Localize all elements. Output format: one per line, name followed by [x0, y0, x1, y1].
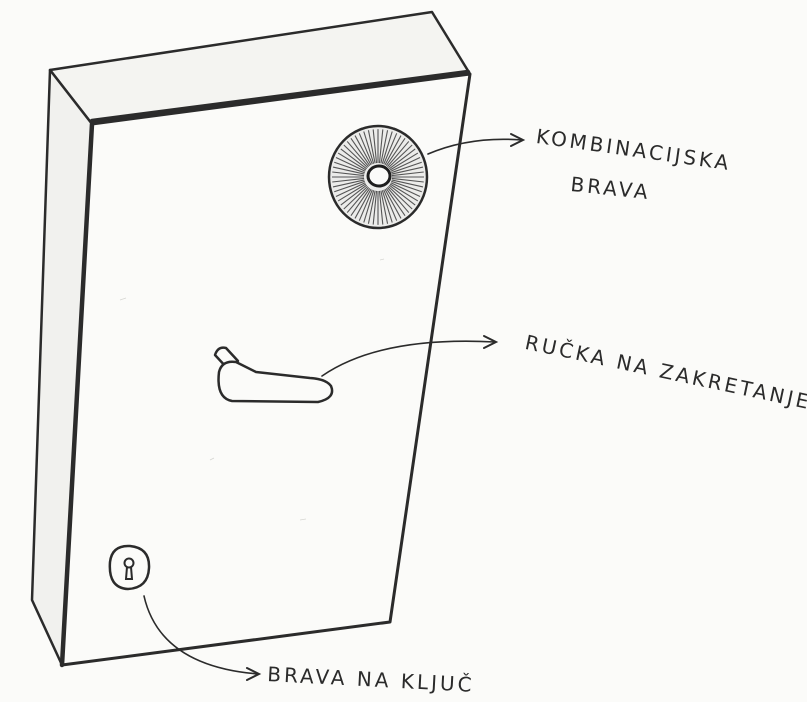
- keyhole-icon: [110, 546, 149, 589]
- dial-center: [368, 166, 390, 186]
- combination-dial-icon: [329, 126, 427, 228]
- door: [32, 12, 470, 665]
